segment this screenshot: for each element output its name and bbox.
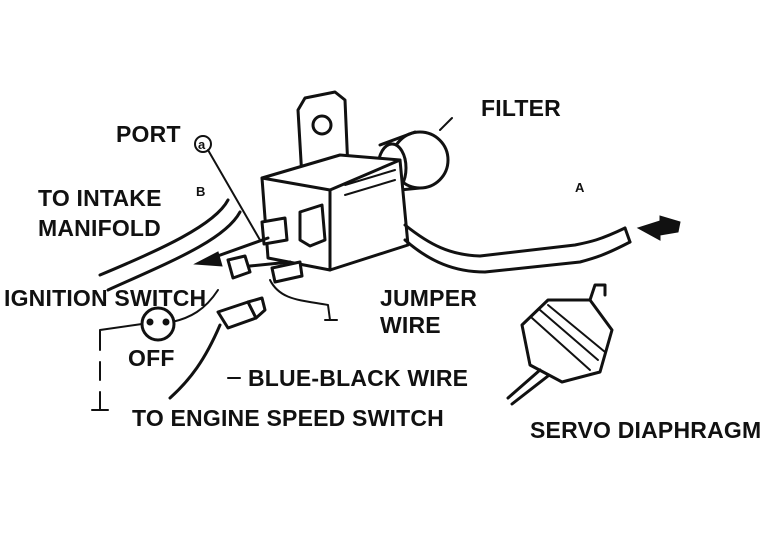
label-servo-diaphragm: SERVO DIAPHRAGM [530, 417, 761, 443]
port-arrow [193, 236, 270, 267]
label-blue-black-wire: BLUE-BLACK WIRE [248, 365, 468, 391]
solenoid-body [260, 153, 410, 272]
label-jumper: JUMPER [380, 285, 477, 311]
intake-hose [98, 198, 242, 292]
label-filter: FILTER [481, 95, 561, 121]
label-ignition-switch: IGNITION SWITCH [4, 285, 206, 311]
label-engine-speed-switch: TO ENGINE SPEED SWITCH [132, 405, 444, 431]
wire-connector [168, 296, 267, 400]
label-manifold: MANIFOLD [38, 215, 161, 241]
label-to-intake: TO INTAKE [38, 185, 162, 211]
port-leader-line [207, 149, 261, 241]
ignition-switch-circuit [91, 289, 219, 411]
port-marker-circle [194, 135, 212, 153]
jumper-wire [269, 260, 338, 321]
port-connector [226, 254, 292, 280]
label-marker-b: B [196, 184, 205, 199]
servo-hose [403, 223, 632, 274]
label-wire: WIRE [380, 312, 441, 338]
label-off: OFF [128, 345, 175, 371]
servo-diaphragm [506, 283, 614, 406]
label-port: PORT [116, 121, 181, 147]
label-port-marker: a [198, 137, 206, 152]
airflow-arrow [636, 215, 681, 241]
label-marker-a: A [575, 180, 585, 195]
